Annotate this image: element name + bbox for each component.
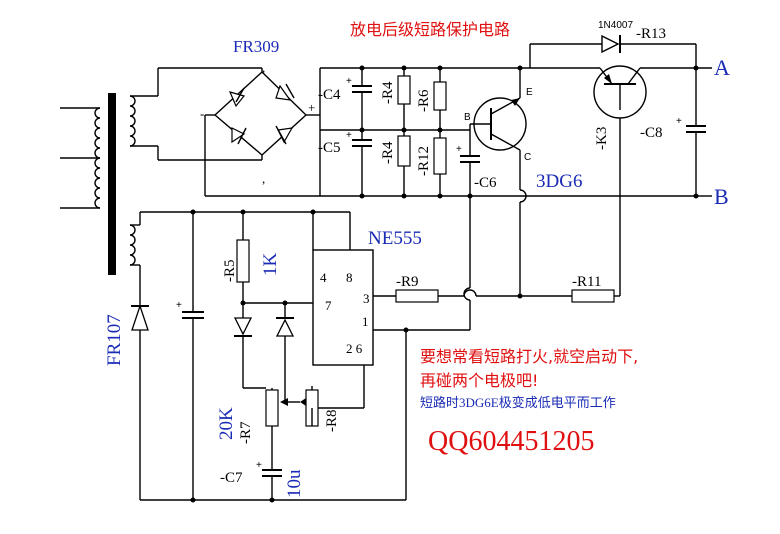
bridge-diode-3 bbox=[231, 127, 247, 145]
c7-label: -C7 bbox=[220, 470, 243, 486]
c5-label: -C5 bbox=[318, 140, 341, 156]
c7-plus: + bbox=[256, 460, 262, 471]
capacitor-c8 bbox=[686, 68, 712, 197]
transistor-3dg6 bbox=[469, 68, 527, 296]
c7-value: 10u bbox=[284, 469, 305, 498]
c6-plus: + bbox=[456, 144, 462, 155]
pin-8: 8 bbox=[346, 270, 353, 285]
bridge-diode-2 bbox=[275, 83, 295, 101]
c5-plus: + bbox=[346, 130, 352, 141]
transistor-label: 3DG6 bbox=[536, 171, 582, 192]
c6-label: -C6 bbox=[474, 175, 497, 191]
bridge-minus: - bbox=[200, 106, 204, 121]
note-line-2: 再碰两个电极吧! bbox=[420, 371, 538, 390]
c4-plus: + bbox=[346, 76, 352, 87]
pin-b: B bbox=[464, 112, 471, 123]
r5-label: -R5 bbox=[222, 260, 238, 283]
r7-label: -R7 bbox=[238, 421, 254, 444]
bridge-plus: + bbox=[308, 100, 315, 115]
capacitor-reservoir bbox=[182, 212, 204, 500]
pin-c: C bbox=[524, 152, 531, 163]
r11-label: -R11 bbox=[572, 274, 601, 290]
bridge-label: FR309 bbox=[233, 37, 279, 56]
contact-qq: QQ604451205 bbox=[428, 426, 594, 457]
r8-label: -R8 bbox=[324, 410, 340, 433]
c8-plus: + bbox=[676, 116, 682, 127]
r7-value: 20K bbox=[216, 407, 237, 440]
r12-label: -R12 bbox=[416, 146, 432, 176]
diode-top-label: 1N4007 bbox=[598, 20, 633, 31]
junction-dots bbox=[190, 65, 699, 503]
capacitor-c7 bbox=[262, 460, 282, 500]
bridge-diode-1 bbox=[228, 87, 246, 108]
ic-label: NE555 bbox=[368, 228, 422, 249]
reservoir-plus: + bbox=[176, 300, 182, 311]
pin-26: 2 6 bbox=[346, 341, 363, 356]
r5-value: 1K bbox=[260, 253, 281, 277]
note-line-1: 要想常看短路打火,就空启动下, bbox=[420, 347, 638, 366]
r4-bot-label: -R4 bbox=[380, 141, 396, 164]
bridge-tick-bot: , bbox=[262, 171, 265, 186]
pin-1: 1 bbox=[362, 314, 369, 329]
r6-label: -R6 bbox=[416, 89, 432, 112]
filter-network bbox=[319, 67, 530, 196]
r4-top-label: -R4 bbox=[380, 81, 396, 104]
note-line-3: 短路时3DG6E极变成低电平而工作 bbox=[420, 395, 616, 410]
pin-3: 3 bbox=[363, 291, 370, 306]
resistor-r9-r11 bbox=[373, 289, 620, 303]
pin-7: 7 bbox=[325, 298, 332, 313]
ne555-chip bbox=[312, 212, 374, 366]
resistor-r5 bbox=[236, 212, 313, 304]
transistor-k3 bbox=[530, 65, 712, 296]
pin-e: E bbox=[526, 87, 533, 98]
potentiometers bbox=[242, 350, 365, 460]
diode-fr107 bbox=[131, 300, 149, 500]
node-b: B bbox=[714, 184, 729, 209]
pin-4: 4 bbox=[320, 270, 327, 285]
node-a: A bbox=[714, 55, 730, 80]
bridge-rectifier bbox=[158, 67, 696, 197]
timing-diodes bbox=[233, 303, 295, 350]
r9-label: -R9 bbox=[396, 274, 419, 290]
c8-label: -C8 bbox=[640, 125, 663, 141]
bridge-tick-top: , bbox=[262, 60, 265, 75]
c4-label: -C4 bbox=[318, 87, 341, 103]
fr107-label: FR107 bbox=[104, 314, 125, 366]
diagram-title: 放电后级短路保护电路 bbox=[350, 20, 510, 39]
bridge-diode-4 bbox=[275, 125, 294, 145]
diode-1n4007 bbox=[529, 34, 697, 68]
r13-label: -R13 bbox=[636, 26, 666, 42]
k3-label: -K3 bbox=[594, 127, 610, 150]
